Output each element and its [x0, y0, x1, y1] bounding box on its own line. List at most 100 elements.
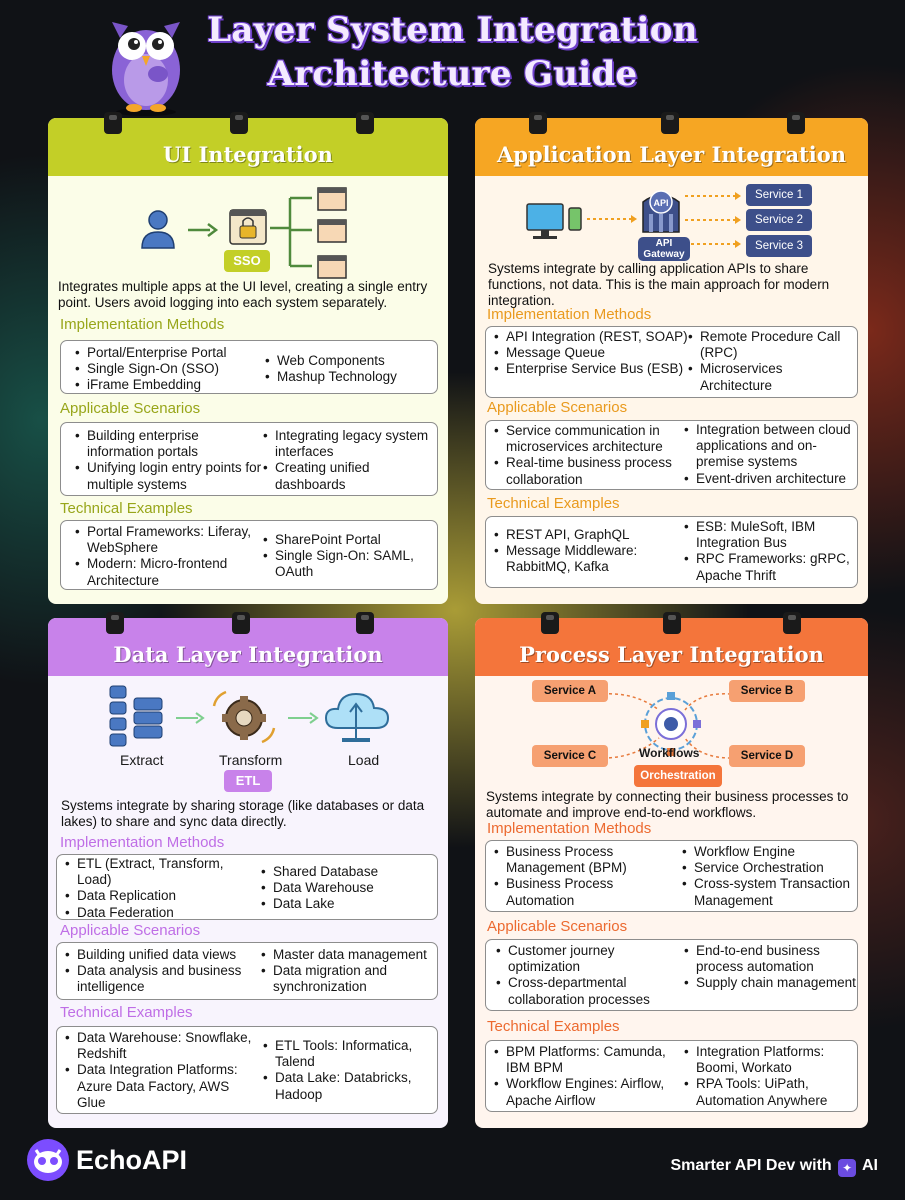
list-item: SharePoint Portal	[259, 532, 437, 548]
list-item: Portal/Enterprise Portal	[71, 345, 271, 361]
page-title: Layer System Integration Architecture Gu…	[0, 8, 905, 96]
list-item: Message Queue	[490, 345, 690, 361]
binder-ring-icon	[661, 112, 679, 134]
transform-label: Transform	[219, 752, 283, 768]
desktop-icon	[526, 203, 564, 239]
workflow-hub-icon	[641, 692, 701, 756]
list-item: Data Warehouse: Snowflake, Redshift	[61, 1030, 261, 1062]
list-item: Business Process Automation	[490, 876, 680, 908]
list-item: Building unified data views	[61, 947, 259, 963]
card-description: Integrates multiple apps at the UI level…	[58, 279, 428, 310]
binder-ring-icon	[106, 612, 124, 634]
list-item: Master data management	[257, 947, 437, 963]
etl-badge: ETL	[224, 770, 272, 792]
list-item: Modern: Micro-frontend Architecture	[71, 556, 267, 588]
list-item: ETL Tools: Informatica, Talend	[259, 1038, 435, 1070]
examples-box: REST API, GraphQL Message Middleware: Ra…	[485, 516, 858, 588]
api-label: API	[653, 198, 668, 208]
gear-icon	[212, 690, 276, 744]
card-description: Systems integrate by calling application…	[488, 261, 830, 308]
methods-box: Portal/Enterprise Portal Single Sign-On …	[60, 340, 438, 394]
list-item: Enterprise Service Bus (ESB)	[490, 361, 690, 377]
list-item: Remote Procedure Call (RPC)	[684, 329, 856, 361]
echoapi-logo-icon	[27, 1139, 69, 1181]
scenarios-title: Applicable Scenarios	[60, 400, 201, 417]
user-icon	[141, 210, 175, 249]
list-item: Microservices Architecture	[684, 361, 856, 393]
list-item: Customer journey optimization	[492, 943, 678, 975]
card-description: Systems integrate by connecting their bu…	[486, 789, 849, 820]
list-item: Portal Frameworks: Liferay, WebSphere	[71, 524, 267, 556]
arrow-right-icon	[188, 223, 219, 237]
examples-title: Technical Examples	[487, 1018, 620, 1035]
sso-diagram	[141, 187, 347, 279]
tagline-ai: AI	[862, 1157, 878, 1174]
app-window-icon	[317, 187, 347, 279]
cloud-icon	[324, 692, 390, 742]
card-title: Process Layer Integration	[475, 618, 868, 676]
data-layer-card: Data Layer Integration	[48, 612, 448, 1128]
scenarios-title: Applicable Scenarios	[60, 922, 201, 939]
tagline-text: Smarter API Dev with	[670, 1157, 832, 1174]
arrow-right-icon	[288, 712, 319, 724]
list-item: Data Lake: Databricks, Hadoop	[259, 1070, 435, 1102]
service-chip: Service 1	[746, 184, 812, 206]
list-item: Integrating legacy system interfaces	[259, 428, 439, 460]
scenarios-title: Applicable Scenarios	[487, 918, 628, 935]
workflow-diagram	[602, 692, 732, 759]
list-item: Data Lake	[257, 896, 433, 912]
list-item: Data migration and synchronization	[257, 963, 437, 995]
examples-title: Technical Examples	[487, 495, 620, 512]
list-item: Shared Database	[257, 864, 433, 880]
service-chip: Service 3	[746, 235, 812, 257]
list-item: Real-time business process collaboration	[490, 455, 682, 487]
binder-ring-icon	[783, 612, 801, 634]
title-line-2: Architecture Guide	[267, 54, 638, 94]
brand-name: EchoAPI	[76, 1145, 188, 1175]
binder-ring-icon	[356, 112, 374, 134]
list-item: Business Process Management (BPM)	[490, 844, 680, 876]
list-item: iFrame Embedding	[71, 377, 271, 393]
list-item: Service communication in microservices a…	[490, 423, 682, 455]
list-item: Data analysis and business intelligence	[61, 963, 259, 995]
list-item: RPC Frameworks: gRPC, Apache Thrift	[680, 551, 856, 583]
scenarios-box: Customer journey optimization Cross-depa…	[485, 939, 858, 1011]
methods-box: ETL (Extract, Transform, Load) Data Repl…	[56, 854, 438, 921]
binder-ring-icon	[529, 112, 547, 134]
list-item: Data Warehouse	[257, 880, 433, 896]
service-chip: Service D	[729, 745, 805, 767]
methods-title: Implementation Methods	[60, 834, 225, 851]
list-item: Web Components	[261, 353, 437, 369]
list-item: Building enterprise information portals	[71, 428, 267, 460]
list-item: Integration Platforms: Boomi, Workato	[680, 1044, 856, 1076]
binder-ring-icon	[787, 112, 805, 134]
list-item: Mashup Technology	[261, 369, 437, 385]
list-item: Data Federation	[61, 905, 257, 921]
binder-ring-icon	[230, 112, 248, 134]
etl-diagram	[109, 685, 390, 747]
list-item: Cross-system Transaction Management	[678, 876, 858, 908]
branch-lines-icon	[270, 196, 312, 268]
list-item: End-to-end business process automation	[680, 943, 856, 975]
methods-box: API Integration (REST, SOAP) Message Que…	[485, 326, 858, 398]
binder-ring-icon	[104, 112, 122, 134]
examples-box: Data Warehouse: Snowflake, Redshift Data…	[56, 1026, 438, 1114]
api-gateway-diagram: API	[526, 190, 741, 248]
list-item: ETL (Extract, Transform, Load)	[61, 856, 257, 888]
methods-title: Implementation Methods	[487, 820, 652, 837]
load-label: Load	[348, 752, 380, 768]
list-item: Creating unified dashboards	[259, 460, 439, 492]
list-item: Single Sign-On (SSO)	[71, 361, 271, 377]
extract-label: Extract	[120, 752, 164, 768]
list-item: API Integration (REST, SOAP)	[490, 329, 690, 345]
phone-icon	[568, 207, 582, 231]
sparkle-icon: ✦	[838, 1159, 857, 1177]
card-description: Systems integrate by sharing storage (li…	[61, 798, 425, 829]
list-item: Message Middleware: RabbitMQ, Kafka	[490, 543, 684, 575]
examples-box: Portal Frameworks: Liferay, WebSphere Mo…	[60, 520, 438, 590]
arrow-right-icon	[176, 712, 205, 724]
list-item: ESB: MuleSoft, IBM Integration Bus	[680, 519, 856, 551]
list-item: Data Integration Platforms: Azure Data F…	[61, 1062, 261, 1111]
binder-ring-icon	[232, 612, 250, 634]
methods-title: Implementation Methods	[487, 306, 652, 323]
